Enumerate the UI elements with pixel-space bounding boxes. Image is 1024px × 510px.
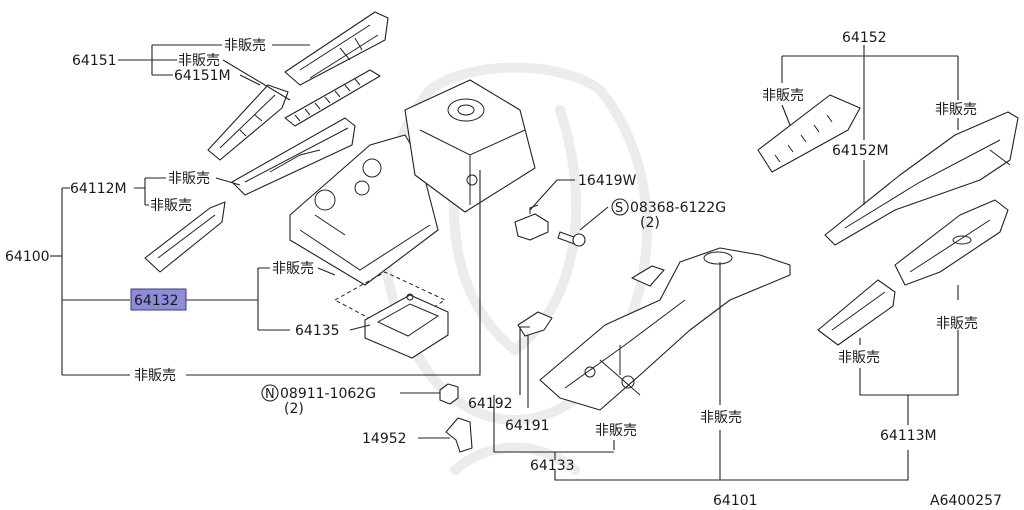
- label-64191[interactable]: 64191: [505, 418, 550, 434]
- label-64132[interactable]: 64132: [134, 293, 179, 309]
- label-not-for-sale[interactable]: 非販売: [595, 423, 637, 439]
- part-nut-08911[interactable]: [439, 383, 459, 405]
- part-64101-frame-rail[interactable]: [539, 247, 791, 411]
- diagram-code: A6400257: [930, 493, 1002, 509]
- part-64192-clip[interactable]: [517, 311, 553, 337]
- part-ribbed-strip[interactable]: [284, 69, 381, 127]
- label-not-for-sale[interactable]: 非販売: [762, 88, 804, 104]
- part-64151m-member[interactable]: [207, 84, 289, 161]
- part-lower-right-member[interactable]: [894, 199, 1009, 286]
- leader-lines: [50, 44, 959, 481]
- label-not-for-sale[interactable]: 非販売: [936, 316, 978, 332]
- label-64113m[interactable]: 64113M: [880, 428, 937, 444]
- label-not-for-sale[interactable]: 非販売: [272, 261, 314, 277]
- label-64192[interactable]: 64192: [468, 396, 513, 412]
- label-not-for-sale[interactable]: 非販売: [134, 368, 176, 384]
- part-small-bracket[interactable]: [144, 201, 226, 273]
- part-16419w-clip[interactable]: [514, 204, 549, 241]
- label-64100[interactable]: 64100: [5, 249, 50, 265]
- label-64151[interactable]: 64151: [72, 53, 117, 69]
- s-symbol-circle: [611, 198, 629, 216]
- label-not-for-sale[interactable]: 非販売: [150, 198, 192, 214]
- s-symbol: S: [615, 201, 623, 216]
- label-not-for-sale[interactable]: 非販売: [700, 410, 742, 426]
- label-64112m[interactable]: 64112M: [70, 181, 127, 197]
- label-64152[interactable]: 64152: [842, 30, 887, 46]
- label-08911-1062g[interactable]: 08911-1062G: [280, 386, 376, 402]
- label-not-for-sale[interactable]: 非販売: [224, 38, 266, 54]
- label-14952[interactable]: 14952: [362, 431, 407, 447]
- label-64151m[interactable]: 64151M: [174, 68, 231, 84]
- label-16419w[interactable]: 16419W: [578, 173, 637, 189]
- label-not-for-sale[interactable]: 非販売: [178, 53, 220, 69]
- part-bolt-08368[interactable]: [557, 231, 586, 247]
- label-64152m[interactable]: 64152M: [832, 143, 889, 159]
- label-not-for-sale[interactable]: 非販売: [168, 171, 210, 187]
- part-upper-rail-panel[interactable]: [284, 11, 389, 86]
- part-frame-top-clip[interactable]: [631, 265, 665, 287]
- highlight-64132: [130, 288, 187, 311]
- part-64135-tray[interactable]: [364, 293, 449, 359]
- part-64152m-member[interactable]: [824, 111, 1019, 246]
- label-64135[interactable]: 64135: [295, 323, 340, 339]
- part-strut-tower[interactable]: [404, 79, 536, 213]
- part-14952-bracket[interactable]: [445, 417, 473, 453]
- part-64132-housing[interactable]: [289, 134, 439, 286]
- part-mid-member[interactable]: [231, 117, 356, 196]
- label-not-for-sale[interactable]: 非販売: [838, 350, 880, 366]
- part-ribbed-block[interactable]: [757, 94, 861, 173]
- label-not-for-sale[interactable]: 非販売: [935, 102, 977, 118]
- label-64101[interactable]: 64101: [713, 493, 758, 509]
- n-symbol-circle: [261, 384, 279, 402]
- part-lower-small-bracket[interactable]: [817, 279, 896, 346]
- label-08368-6122g[interactable]: 08368-6122G: [630, 200, 726, 216]
- label-08368-qty: (2): [640, 215, 660, 231]
- label-64133[interactable]: 64133: [530, 458, 575, 474]
- label-08911-qty: (2): [284, 401, 304, 417]
- n-symbol: N: [265, 387, 275, 402]
